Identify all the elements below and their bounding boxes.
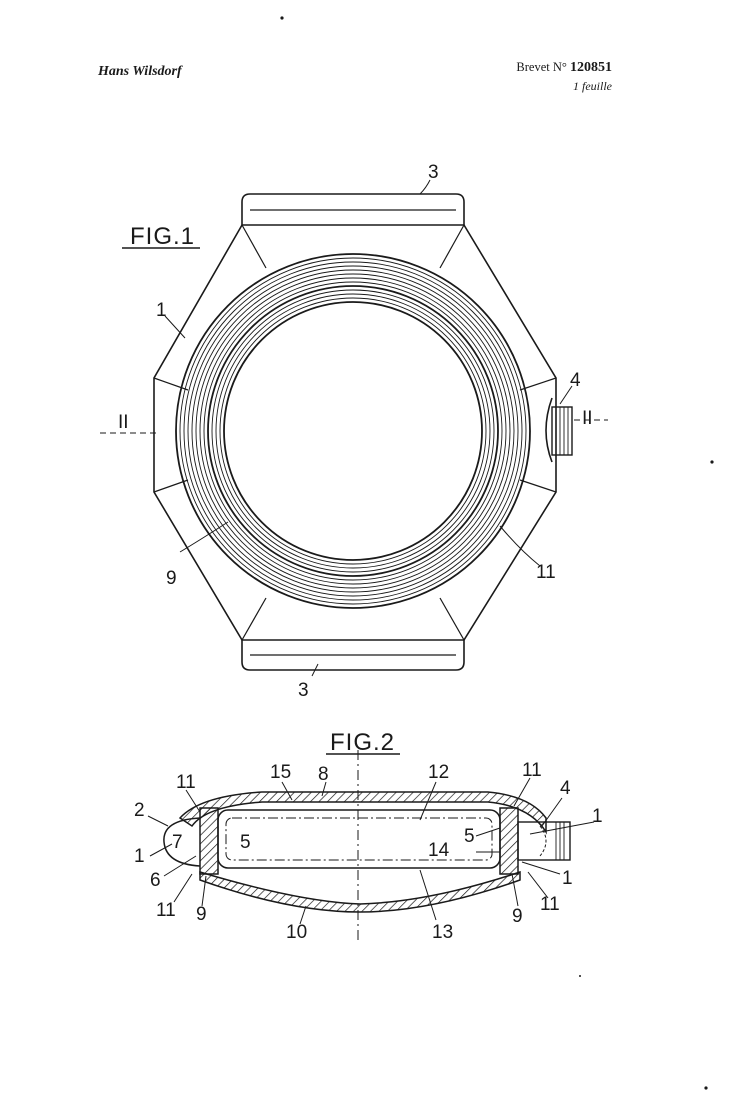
label-1-left: 1 <box>134 846 145 867</box>
label-ring: 11 <box>536 562 556 583</box>
crystal-bottom <box>199 870 521 913</box>
label-2: 2 <box>134 800 145 821</box>
figure-2-title: FIG.2 <box>330 729 395 756</box>
label-case: 1 <box>156 300 167 321</box>
figure-2 <box>147 750 595 944</box>
label-5-left: 5 <box>240 832 251 853</box>
patent-prefix: Brevet N° <box>516 60 567 74</box>
sheet-count: 1 feuille <box>573 79 612 93</box>
figure-1-title: FIG.1 <box>130 223 195 250</box>
label-14: 14 <box>428 840 450 861</box>
fig2-leaders <box>147 777 595 925</box>
label-13: 13 <box>432 922 453 943</box>
label-7: 7 <box>172 832 183 853</box>
right-ring <box>499 807 519 875</box>
figure-1 <box>100 179 608 677</box>
figure-1-text: FIG.1 3 1 4 II II 9 11 3 <box>118 162 593 701</box>
left-bezel-bulge <box>163 817 201 867</box>
label-lug-bottom: 3 <box>298 680 309 701</box>
label-11-top-right: 11 <box>522 760 542 781</box>
top-lug <box>241 193 465 225</box>
crown-tube <box>517 821 571 861</box>
scan-specks <box>280 16 714 1090</box>
label-8: 8 <box>318 764 329 785</box>
fig1-leaders <box>164 179 573 677</box>
bezel-rings <box>175 253 531 609</box>
label-11-bottom-right: 11 <box>540 894 560 915</box>
case-back-shell <box>178 791 547 835</box>
movement <box>217 809 501 869</box>
label-9-left: 9 <box>196 904 207 925</box>
left-ring <box>199 807 219 875</box>
label-lug-top: 3 <box>428 162 439 183</box>
bottom-lug <box>241 640 465 671</box>
label-bezel: 9 <box>166 568 177 589</box>
label-11-bottom-left: 11 <box>156 900 176 921</box>
label-5-right: 5 <box>464 826 475 847</box>
label-4: 4 <box>560 778 571 799</box>
label-15: 15 <box>270 762 291 783</box>
label-12: 12 <box>428 762 449 783</box>
patent-number: Brevet N° 120851 <box>516 60 612 76</box>
label-section-left: II <box>118 412 129 433</box>
case-outline <box>153 224 557 641</box>
inventor-name: Hans Wilsdorf <box>98 64 182 79</box>
crown <box>545 397 573 463</box>
label-9-right: 9 <box>512 906 523 927</box>
label-6: 6 <box>150 870 161 891</box>
label-10: 10 <box>286 922 307 943</box>
label-1-right-top: 1 <box>592 806 603 827</box>
patent-number-value: 120851 <box>570 60 612 75</box>
label-section-right: II <box>582 408 593 429</box>
figure-2-text: FIG.2 11 15 8 12 11 4 2 7 5 5 14 1 1 1 6… <box>134 729 603 943</box>
label-11-top-left: 11 <box>176 772 196 793</box>
label-1-right-bottom: 1 <box>562 868 573 889</box>
case-facets <box>153 224 557 641</box>
label-crown: 4 <box>570 370 581 391</box>
